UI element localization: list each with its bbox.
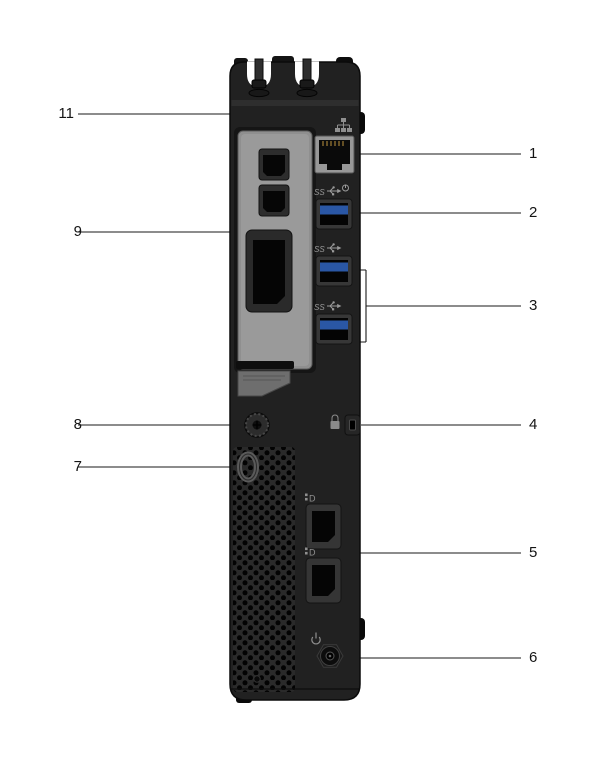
callout-5: 5 [529,544,538,561]
usb-ss-icon-1: SS [314,243,342,254]
displayport-icon-2: D [305,547,316,558]
displayport-label: D [309,494,316,504]
usb-port-3a [315,255,353,287]
callout-1: 1 [529,145,538,162]
callout-line-3 [352,269,521,343]
usb-ss-icon-2: SS [314,301,342,312]
ethernet-port [314,135,355,174]
mini-displayport-port-2 [258,184,290,217]
device-rear-panel: SS SS SS [229,56,365,703]
usb-ss-label: SS [314,245,325,254]
network-icon [335,118,352,132]
bottom-screw [253,675,261,683]
release-latch [236,361,294,397]
displayport-label: D [309,548,316,558]
top-cap-seam [231,100,359,106]
usb-ss-power-icon: SS [314,184,349,197]
callout-8: 8 [73,416,82,433]
callout-9: 9 [73,223,82,240]
mini-displayport-port-1 [258,148,290,181]
callout-6: 6 [529,649,538,666]
thumbscrew [244,412,270,438]
displayport-icon-1: D [305,493,316,504]
power-icon [311,632,321,645]
displayport-port-2 [305,557,342,604]
security-lock-icon [330,414,340,429]
security-lock-slot [344,414,361,436]
expansion-displayport-port [245,229,293,313]
antenna-connector-right [296,58,318,98]
displayport-port-1 [305,503,342,550]
callout-7: 7 [73,458,82,475]
callout-3: 3 [529,297,538,314]
usb-port-smartpower [315,198,353,230]
usb-ss-label: SS [314,188,325,197]
callout-line-5 [342,525,521,581]
usb-ss-label: SS [314,303,325,312]
antenna-connector-left [248,58,270,98]
callout-11: 11 [58,105,74,122]
usb-port-3b [315,313,353,345]
power-connector [316,644,344,668]
callout-4: 4 [529,416,538,433]
padlock-ring [237,451,259,483]
callout-2: 2 [529,204,538,221]
vent-grille [233,447,295,692]
